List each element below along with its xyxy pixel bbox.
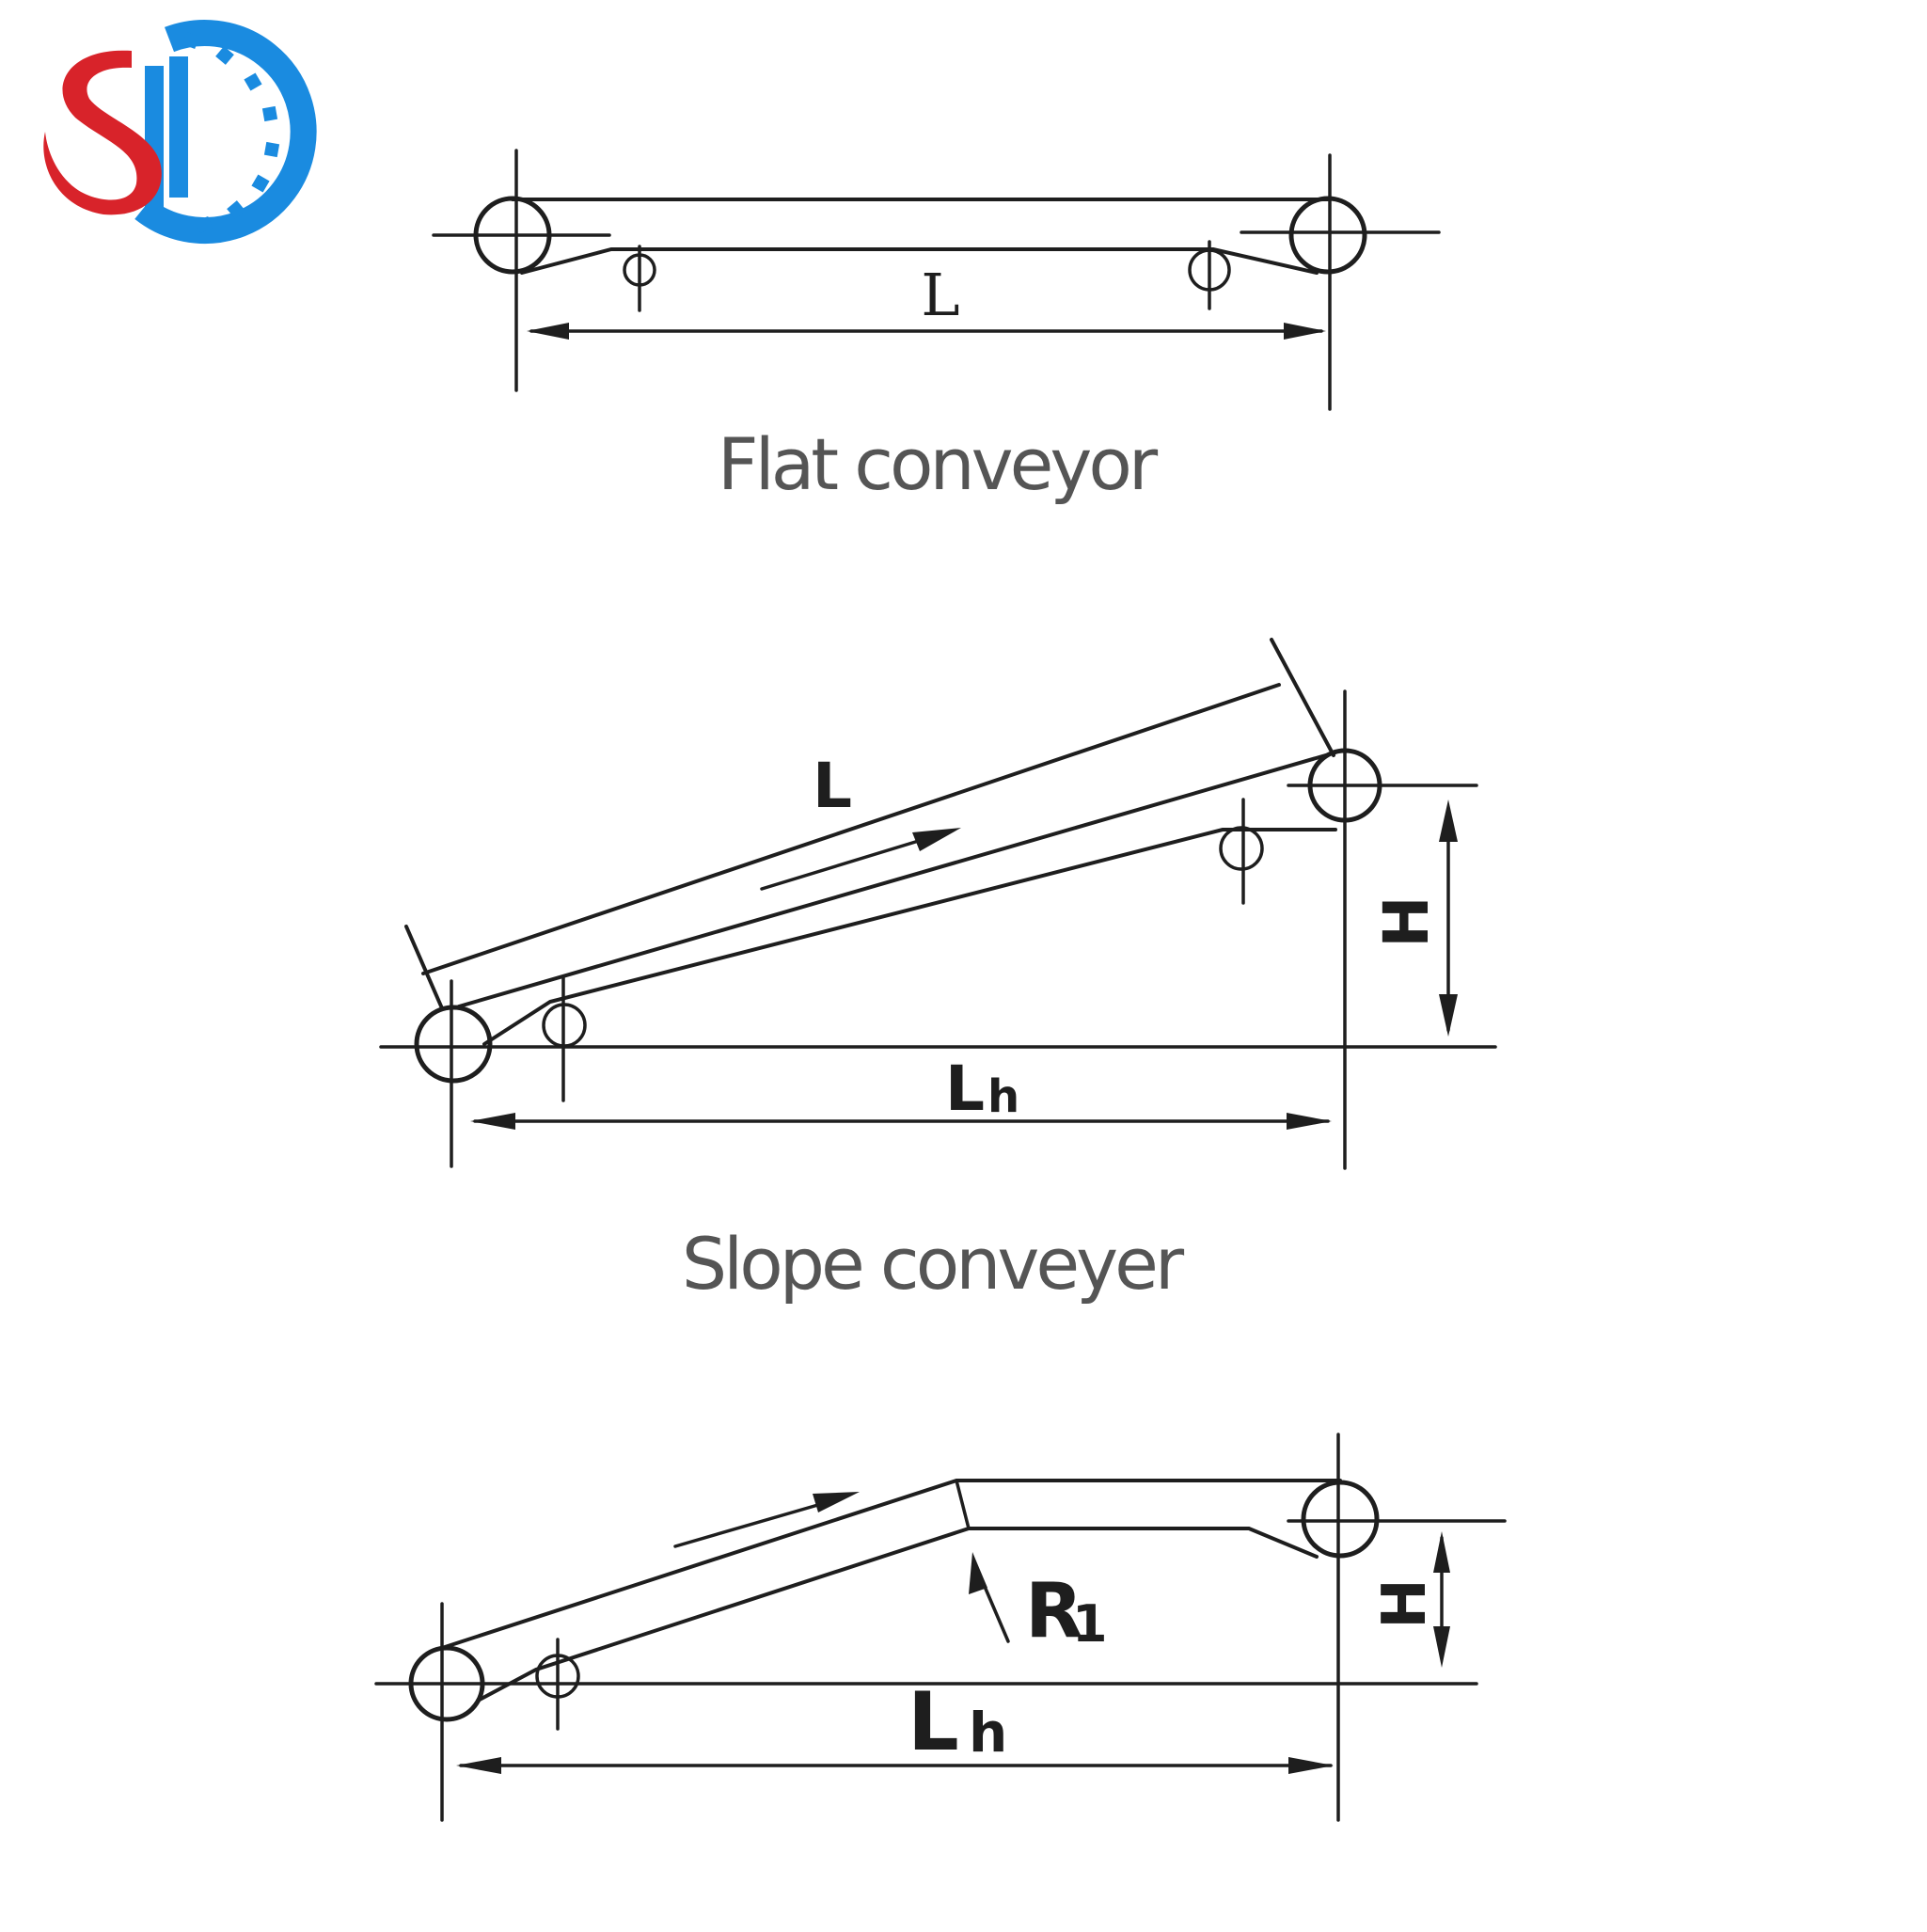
idler-icon xyxy=(535,1638,580,1731)
slope-left-pulley-icon xyxy=(414,1005,493,1084)
curve-radius-subscript: 1 xyxy=(1072,1594,1108,1654)
idler-icon xyxy=(542,976,587,1102)
logo-red-s xyxy=(43,50,162,215)
slope-horizontal-length-label: L xyxy=(945,1053,985,1125)
idler-icon xyxy=(1219,798,1264,905)
slope-length-label: L xyxy=(813,750,852,822)
slope-conveyor-caption: Slope conveyer xyxy=(682,1222,1185,1306)
curved-conveyor-diagram: R 1 H L h xyxy=(374,1433,1507,1822)
idler-icon xyxy=(623,245,656,312)
slope-horizontal-length-subscript: h xyxy=(987,1070,1019,1123)
curve-radius-label: R xyxy=(1025,1567,1083,1655)
idler-icon xyxy=(1188,240,1231,310)
flat-conveyor-caption: Flat conveyor xyxy=(718,422,1159,506)
curved-horizontal-length-label: L xyxy=(908,1675,959,1769)
slope-conveyor-diagram: L H L h Slope conveyer xyxy=(379,638,1497,1306)
company-logo: SD xyxy=(43,20,317,244)
flat-conveyor-diagram: L Flat conveyor xyxy=(432,149,1441,506)
slope-height-label: H xyxy=(1370,895,1443,947)
curved-right-pulley-icon xyxy=(1301,1480,1380,1559)
curved-height-label: H xyxy=(1370,1578,1440,1629)
flat-length-label: L xyxy=(921,261,959,329)
curved-horizontal-length-subscript: h xyxy=(969,1701,1007,1765)
logo-gear-ring xyxy=(134,20,317,244)
right-pulley-icon xyxy=(1288,196,1367,275)
